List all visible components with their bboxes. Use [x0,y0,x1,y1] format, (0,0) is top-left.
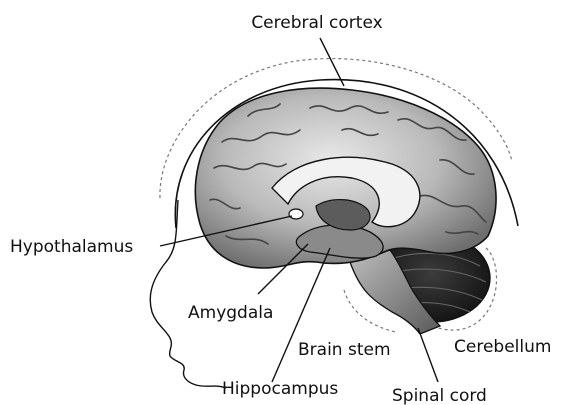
leader-spinal-cord [418,328,438,382]
label-cerebral-cortex: Cerebral cortex [251,13,382,33]
label-cerebellum: Cerebellum [454,337,551,357]
label-spinal-cord: Spinal cord [392,386,487,405]
label-brain-stem: Brain stem [298,340,391,360]
label-hypothalamus: Hypothalamus [10,237,133,257]
label-hippocampus: Hippocampus [222,379,338,399]
hypothalamus-shape [289,209,303,219]
label-amygdala: Amygdala [188,303,273,323]
leader-hippocampus [272,248,330,382]
